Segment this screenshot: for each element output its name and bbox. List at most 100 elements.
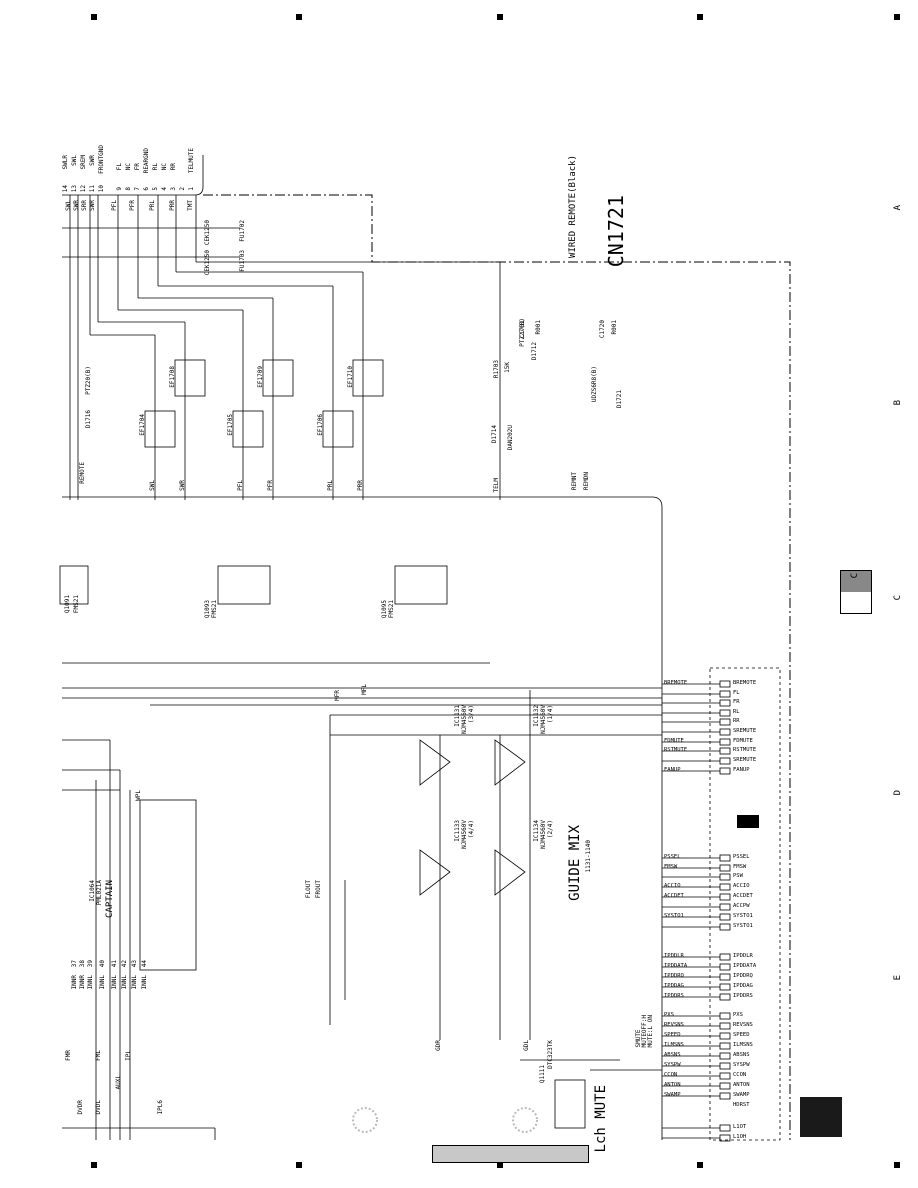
resistor-value: R001 — [611, 320, 618, 335]
guide-net: FLOUT — [305, 880, 312, 899]
pin-number: 12 — [80, 185, 87, 193]
port-net: IPDDATA — [664, 963, 688, 969]
left-pin-name: INNL — [131, 975, 138, 990]
diode-part: UDZS6R8(B) — [591, 366, 598, 403]
port-net: IPDDAG — [664, 983, 684, 989]
port-label: RL — [733, 709, 740, 715]
port-label: ACCIO — [733, 883, 750, 889]
left-pin-number: 41 — [111, 960, 118, 968]
left-pin-number: 44 — [141, 960, 148, 968]
section-tab: C — [840, 570, 872, 614]
main-ic-name: CAPTAIN — [105, 880, 115, 918]
port-label: FDMUTE — [733, 738, 753, 744]
port-label: RR — [733, 718, 740, 724]
emi-filter-ref: EF1710 — [347, 366, 354, 388]
pin-number: 7 — [134, 187, 141, 191]
edge-mark-right-top — [894, 14, 900, 20]
pin-name: REARGND — [143, 148, 150, 174]
net-label: REMDN — [583, 472, 590, 491]
left-net: IPL6 — [157, 1100, 164, 1115]
fuse-ref: FU1703 — [239, 250, 246, 272]
port-label: L1OH — [733, 1134, 747, 1140]
port-net: ACCDET — [664, 893, 684, 899]
ic-part: FMS21 — [73, 595, 80, 614]
pin-number: 1 — [188, 187, 195, 191]
net-label: TELM — [493, 478, 500, 493]
edge-mark-bottom-1 — [91, 1162, 97, 1168]
pin-number: 8 — [125, 187, 132, 191]
pin-number: 5 — [152, 187, 159, 191]
pin-name: NC — [125, 163, 132, 171]
ic-part: FMS21 — [388, 600, 395, 619]
port-net: FDMUTE — [664, 738, 684, 744]
port-label: ANTON — [733, 1082, 750, 1088]
pin-number: 13 — [71, 185, 78, 193]
net-label: PRR — [357, 480, 364, 491]
port-net: FANUP — [664, 767, 681, 773]
connector-title: WIRED REMOTE(Black) — [568, 155, 578, 258]
connector-ref: CN1721 — [604, 195, 628, 268]
resistor-ref: R1703 — [493, 360, 500, 379]
opamp-sect: (2/4) — [547, 820, 554, 839]
left-pin-number: 38 — [79, 960, 86, 968]
port-net: CCON — [664, 1072, 678, 1078]
port-label: ILMSNS — [733, 1042, 753, 1048]
opamp-sect: (4/4) — [468, 820, 475, 839]
port-label: IPDDRS — [733, 993, 753, 999]
pin-name: RL — [152, 163, 159, 171]
edge-mark-top-4 — [697, 14, 703, 20]
guide-mix-range: 1131-1140 — [585, 840, 592, 873]
port-label: SYSTO1 — [733, 923, 753, 929]
pin-name: SWR — [89, 155, 96, 166]
pin-net: SRR — [81, 200, 88, 211]
left-pin-name: INNR — [71, 975, 78, 990]
pin-name: SREM — [80, 155, 87, 170]
pin-number: 9 — [116, 187, 123, 191]
port-label: ACCPW — [733, 903, 750, 909]
port-label: SPEED — [733, 1032, 750, 1038]
left-pin-number: 39 — [87, 960, 94, 968]
pin-name: NC — [161, 163, 168, 171]
mute-note: SMUTE MUTEOFF:H MUTE:L ON — [635, 1015, 654, 1048]
pin-name: SWL — [71, 155, 78, 166]
bottom-label-bar — [432, 1145, 589, 1163]
port-label: HDRST — [733, 1102, 750, 1108]
left-pin-number: 43 — [131, 960, 138, 968]
net-label: PFL — [237, 480, 244, 491]
diode-ref: D1712 — [531, 342, 538, 361]
port-label: REVSNS — [733, 1022, 753, 1028]
pin-net: SWL — [65, 200, 72, 211]
pin-name: RR — [170, 163, 177, 171]
transistor-part: DTC323TK — [547, 1040, 554, 1069]
net-label: SWL — [149, 480, 156, 491]
port-label: FANUP — [733, 767, 750, 773]
guide-net: FROUT — [315, 880, 322, 899]
emi-filter-ref: EF1708 — [169, 366, 176, 388]
left-pin-number: 40 — [99, 960, 106, 968]
filled-block — [737, 815, 759, 828]
net-label: PFR — [267, 480, 274, 491]
fuse-part: CEK1250 — [204, 250, 211, 276]
port-label: PSSEL — [733, 854, 750, 860]
net-label: PRL — [327, 480, 334, 491]
emi-filter-ref: EF1709 — [257, 366, 264, 388]
port-label: BREMOTE — [733, 680, 757, 686]
edge-mark-top-1 — [91, 14, 97, 20]
emi-filter-ref: EF1706 — [317, 414, 324, 436]
resistor-ref: C1701 — [519, 320, 526, 339]
edge-mark-top-3 — [497, 14, 503, 20]
port-net: FMSW — [664, 864, 678, 870]
left-net: DVDL — [95, 1100, 102, 1115]
left-pin-name: INNL — [99, 975, 106, 990]
lch-mute-title: Lch MUTE — [593, 1085, 609, 1153]
emi-filter-ref: EF1705 — [227, 414, 234, 436]
guide-net: GDR — [435, 1040, 442, 1051]
port-label: ABSNS — [733, 1052, 750, 1058]
port-label: SWAMP — [733, 1092, 750, 1098]
ic-ref: Q1091 — [64, 595, 71, 614]
net-label: REMNT — [571, 472, 578, 491]
resistor-value: 15K — [504, 362, 511, 373]
port-label: PSW — [733, 873, 743, 879]
port-net: BREMOTE — [664, 680, 688, 686]
edge-mark-right-bottom — [894, 1162, 900, 1168]
